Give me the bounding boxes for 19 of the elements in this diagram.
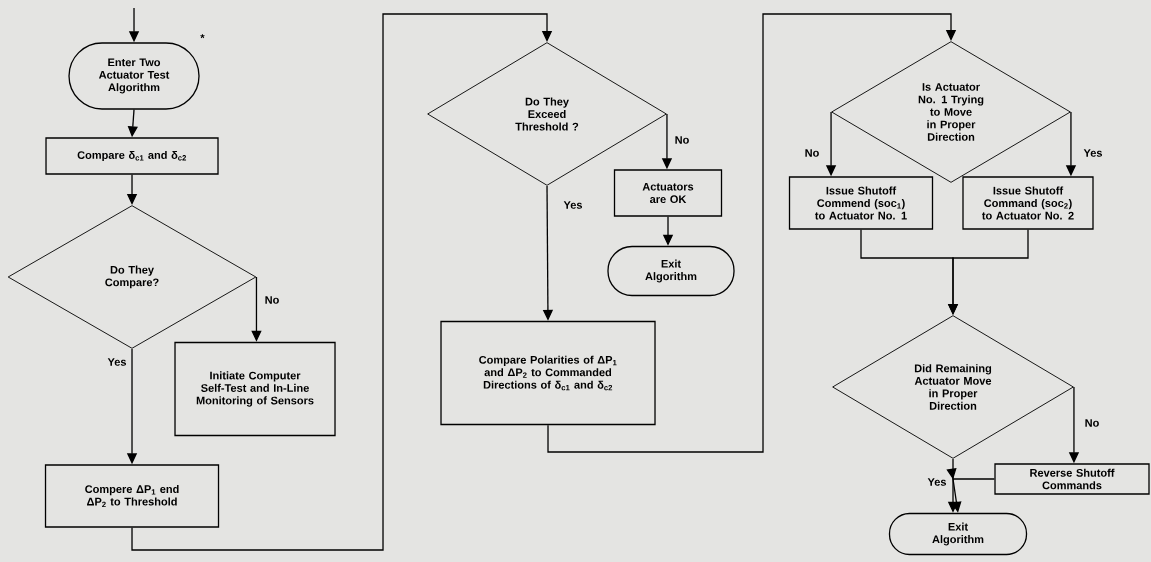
edge-label: Yes (562, 200, 584, 210)
process-box: Initiate Computer Self-Test and In-Line Monitoring of Sensors (174, 341, 336, 437)
edge-label: Yes (106, 357, 128, 367)
edge-label: No (263, 295, 281, 305)
arrow (131, 13, 553, 551)
process-box: Reverse Shutoff Commands (994, 463, 1150, 495)
edge-label: No (1083, 418, 1101, 428)
edge-label: No (673, 135, 691, 145)
process-box: Compere ΔP$_{1}$ end ΔP$_{2}$ to Threshold (44, 464, 220, 528)
edge-label: No (803, 148, 821, 158)
process-box: Issue Shutoff Commend (soc$_{1}$) to Actuator No. 1 (788, 176, 934, 230)
edge-label: Yes (926, 477, 948, 487)
process-box: Issue Shutoff Command (soc$_{2}$) to Actuator No. 2 (962, 176, 1094, 230)
footnote-mark: * (200, 34, 205, 39)
process-box: Compare δ$_{c1}$ and δ$_{c2}$ (45, 137, 219, 175)
arrow (547, 13, 957, 453)
process-box: Actuators are OK (613, 169, 723, 217)
process-box: Compare Polarities of ΔP$_{1}$ and ΔP$_{2}$ to Commanded Directions of δ$_{c1}$ and δ$_{c2}$ (440, 320, 656, 426)
edge-label: Yes (1082, 148, 1104, 158)
